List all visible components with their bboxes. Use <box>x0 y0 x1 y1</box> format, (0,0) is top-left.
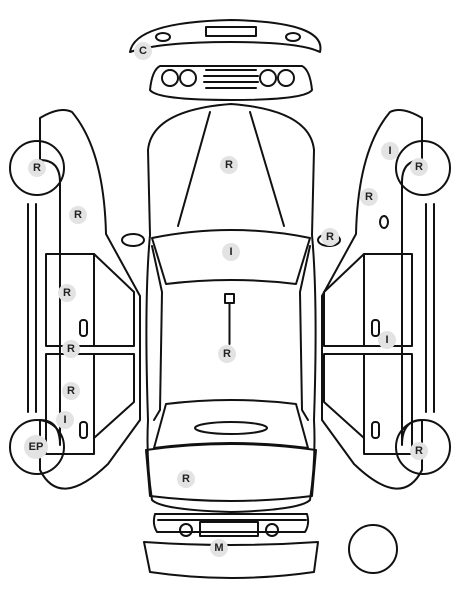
marker-right-front-wheel-badge <box>410 158 428 176</box>
marker-right-rear-wheel-badge <box>410 442 428 460</box>
rear-lights-outline <box>152 513 310 537</box>
marker-right-mirror-label: R <box>326 231 334 243</box>
marker-right-front-fender[interactable]: R <box>360 188 378 206</box>
marker-right-front-wheel-label: R <box>415 161 423 173</box>
marker-left-pillar-label: R <box>67 343 75 355</box>
marker-windshield-label: I <box>229 246 232 258</box>
marker-right-rear-door[interactable]: I <box>378 331 396 349</box>
marker-roof-badge <box>218 345 236 363</box>
marker-right-front-wheel-top[interactable]: I <box>381 142 399 160</box>
marker-hood-badge <box>220 156 238 174</box>
spare-wheel-outline <box>348 524 398 574</box>
markers-layer: C R I R R M R R R R R I EP I R R R I R <box>24 42 428 557</box>
marker-rear-bumper-label: M <box>214 542 223 554</box>
marker-roof[interactable]: R <box>218 345 236 363</box>
marker-left-front-wheel-badge <box>28 159 46 177</box>
marker-left-front-door-label: R <box>63 287 71 299</box>
marker-right-front-fender-label: R <box>365 191 373 203</box>
marker-left-rear-door-label: R <box>67 385 75 397</box>
marker-rear-trunk-badge <box>177 470 195 488</box>
marker-left-mirror-badge <box>69 206 87 224</box>
front-grille-outline <box>149 65 313 101</box>
marker-left-front-wheel[interactable]: R <box>28 159 46 177</box>
marker-left-rear-wheel[interactable]: EP <box>24 435 48 459</box>
marker-left-front-wheel-label: R <box>33 162 41 174</box>
right-side-outline <box>321 109 451 490</box>
marker-front-bumper-label: C <box>139 45 147 57</box>
marker-right-mirror-badge <box>321 228 339 246</box>
marker-rear-bumper[interactable]: M <box>210 539 228 557</box>
marker-left-rear-handle-badge <box>56 411 74 429</box>
marker-right-mirror[interactable]: R <box>321 228 339 246</box>
marker-rear-trunk[interactable]: R <box>177 470 195 488</box>
marker-left-pillar-badge <box>62 340 80 358</box>
front-bumper-outline <box>129 19 322 53</box>
marker-front-bumper[interactable]: C <box>134 42 152 60</box>
marker-right-front-wheel-top-badge <box>381 142 399 160</box>
marker-left-mirror[interactable]: R <box>69 206 87 224</box>
marker-left-rear-handle[interactable]: I <box>56 411 74 429</box>
marker-left-rear-wheel-label: EP <box>29 441 44 453</box>
marker-right-front-wheel-top-label: I <box>388 145 391 157</box>
marker-left-rear-handle-label: I <box>63 414 66 426</box>
marker-roof-label: R <box>223 348 231 360</box>
marker-right-front-fender-badge <box>360 188 378 206</box>
marker-left-front-door[interactable]: R <box>58 284 76 302</box>
marker-front-bumper-badge <box>134 42 152 60</box>
marker-left-pillar[interactable]: R <box>62 340 80 358</box>
marker-left-rear-door[interactable]: R <box>62 382 80 400</box>
marker-right-rear-wheel-label: R <box>415 445 423 457</box>
marker-left-rear-door-badge <box>62 382 80 400</box>
marker-left-front-door-badge <box>58 284 76 302</box>
marker-left-rear-wheel-badge <box>24 435 48 459</box>
marker-right-rear-door-label: I <box>385 334 388 346</box>
marker-hood-label: R <box>225 159 233 171</box>
marker-right-front-wheel[interactable]: R <box>410 158 428 176</box>
marker-windshield-badge <box>222 243 240 261</box>
marker-right-rear-wheel[interactable]: R <box>410 442 428 460</box>
marker-rear-bumper-badge <box>210 539 228 557</box>
rear-bumper-outline <box>143 541 319 579</box>
marker-hood[interactable]: R <box>220 156 238 174</box>
marker-windshield[interactable]: I <box>222 243 240 261</box>
marker-right-rear-door-badge <box>378 331 396 349</box>
marker-left-mirror-label: R <box>74 209 82 221</box>
car-top-body <box>121 103 341 513</box>
marker-rear-trunk-label: R <box>182 473 190 485</box>
